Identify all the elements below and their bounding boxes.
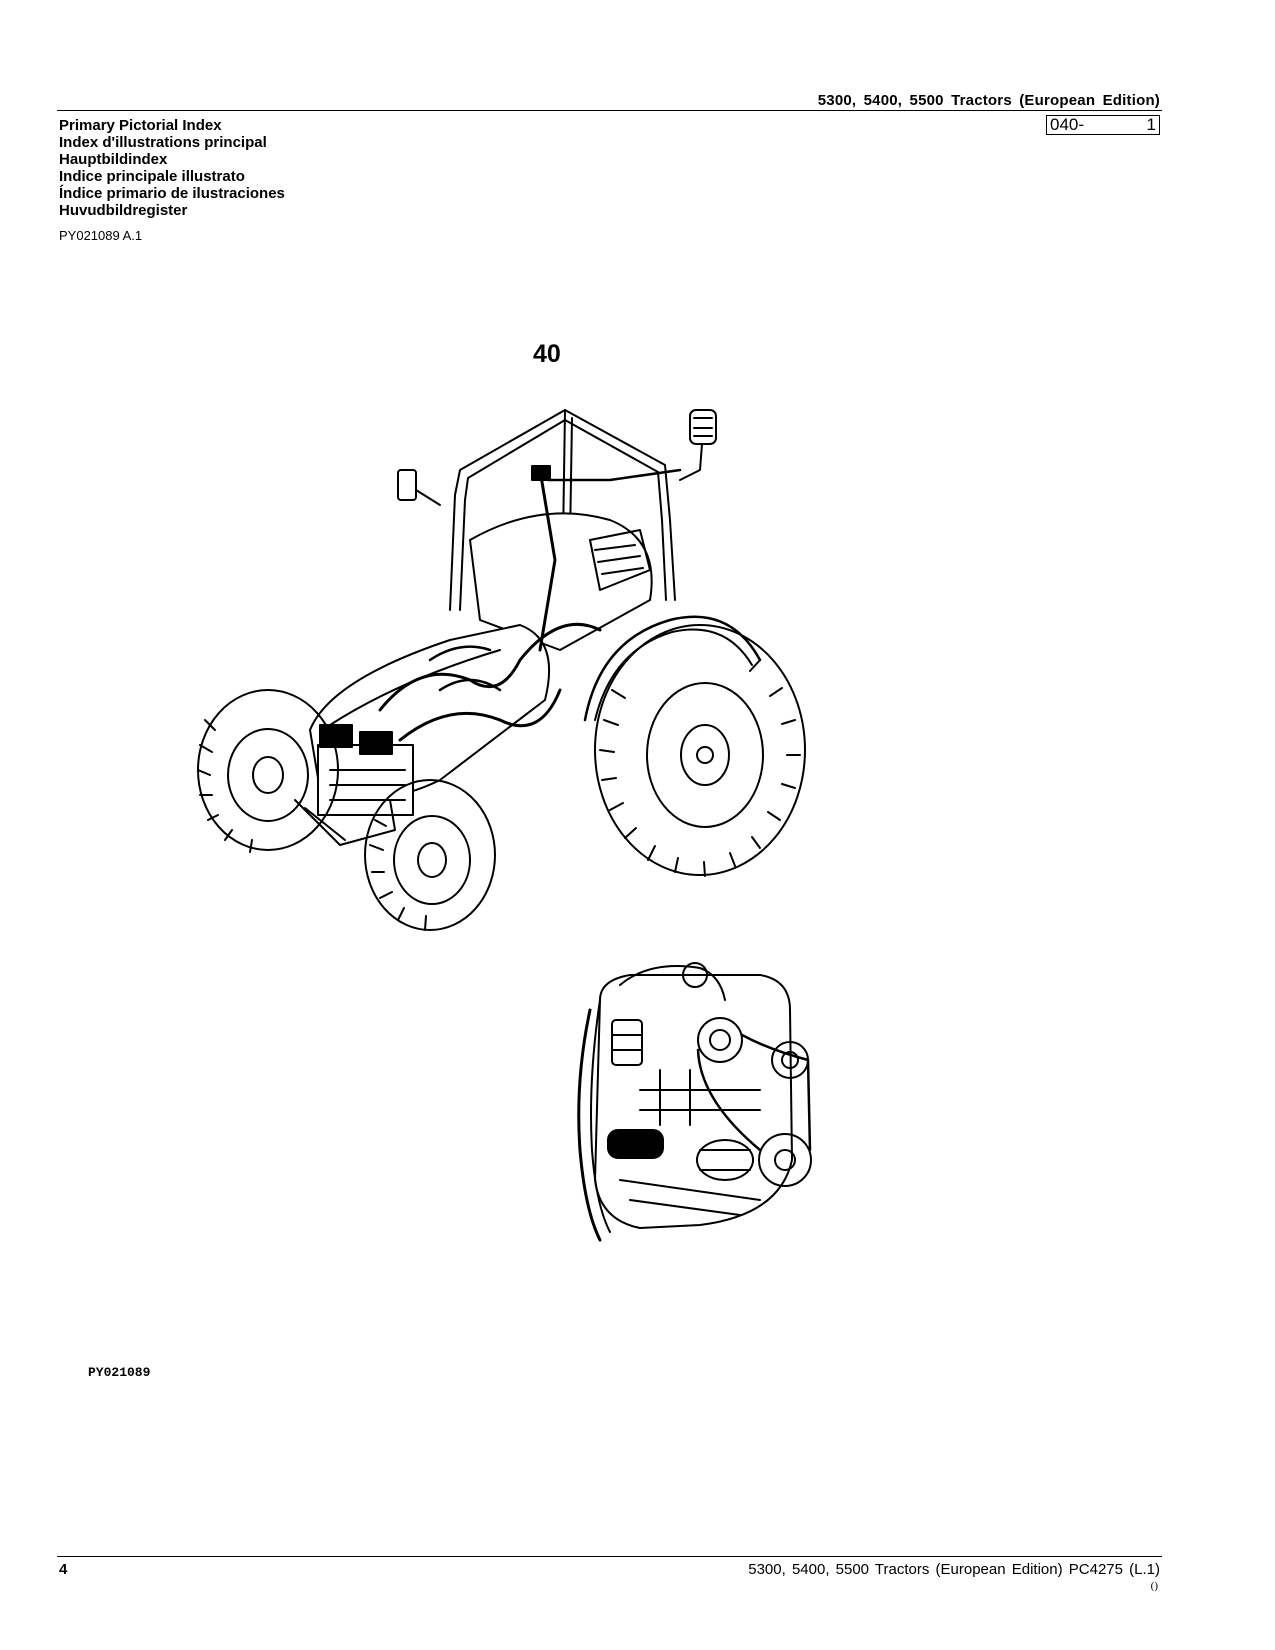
section-code: 040- — [1050, 115, 1085, 134]
footer-rule — [57, 1556, 1162, 1557]
figure-reference: PY021089 A.1 — [59, 228, 143, 243]
index-title-swedish: Huvudbildregister — [59, 202, 188, 219]
figure-callout-number: 40 — [533, 340, 561, 368]
tractor-drawing — [197, 409, 806, 931]
illustration-id: PY021089 — [88, 1365, 151, 1380]
footer-document-info: 5300, 5400, 5500 Tractors (European Edit… — [748, 1561, 1160, 1578]
section-page-box: 040- 1 — [1046, 115, 1160, 135]
footer-mark: () — [1150, 1580, 1158, 1592]
index-title-german: Hauptbildindex — [59, 151, 168, 168]
index-title-block: Primary Pictorial Index Index d'illustra… — [59, 117, 285, 219]
index-title-english: Primary Pictorial Index — [59, 117, 222, 134]
footer-page-number: 4 — [59, 1561, 68, 1578]
section-page-number: 1 — [1146, 115, 1156, 134]
document-title: 5300, 5400, 5500 Tractors (European Edit… — [817, 92, 1160, 109]
engine-drawing — [577, 962, 812, 1242]
header-rule — [57, 110, 1162, 111]
index-title-italian: Indice principale illustrato — [59, 168, 245, 185]
index-title-spanish: Índice primario de ilustraciones — [59, 185, 285, 202]
index-title-french: Index d'illustrations principal — [59, 134, 267, 151]
